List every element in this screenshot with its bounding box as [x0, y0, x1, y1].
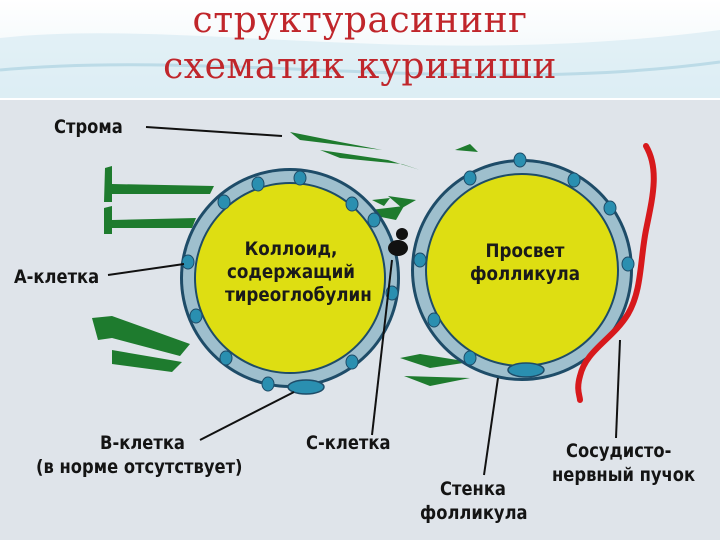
b-cell — [287, 379, 325, 395]
leader-lines — [107, 126, 621, 476]
label-follicle-wall-line-2: фолликула — [420, 502, 528, 524]
slide-title-line-2: схематик куриниши — [163, 46, 557, 87]
colloid-label-line-2: содержащий — [226, 261, 356, 283]
colloid-label-line-3: тиреоглобулин — [225, 284, 372, 306]
slide-header: структурасининг схематик куриниши — [0, 0, 720, 98]
follicle-lumen — [427, 175, 617, 365]
label-b-cell: В-клетка — [100, 432, 185, 454]
label-neurovascular-bundle-line-1: Сосудисто- — [566, 440, 672, 462]
label-b-cell-note: (в норме отсутствует) — [36, 456, 243, 478]
lumen-label-line-1: Просвет — [485, 240, 565, 262]
label-a-cell: А-клетка — [14, 266, 100, 288]
label-follicle-wall-line-1: Стенка — [440, 478, 506, 500]
c-cell-cluster — [388, 228, 408, 256]
lumen-label-line-2: фолликула — [469, 263, 581, 285]
colloid-label-line-1: Коллоид, — [244, 238, 338, 260]
follicle-right — [411, 159, 633, 381]
label-neurovascular-bundle-line-2: нервный пучок — [552, 464, 696, 486]
lumen-label: Просвет фолликула — [459, 240, 591, 286]
colloid — [196, 184, 384, 372]
wall-cell — [507, 362, 545, 378]
blood-vessel — [575, 143, 657, 403]
thyroid-follicle-diagram — [92, 126, 657, 476]
stroma-strands — [92, 132, 478, 386]
label-c-cell: С-клетка — [306, 432, 391, 454]
slide-title-line-1: структурасининг — [192, 0, 528, 41]
a-cell-nuclei — [181, 152, 635, 392]
follicle-left — [180, 168, 400, 388]
colloid-label: Коллоид, содержащий тиреоглобулин — [225, 238, 372, 307]
label-stroma: Строма — [54, 116, 123, 138]
header-decoration — [0, 30, 720, 98]
diagram-panel: Коллоид, содержащий тиреоглобулин Просве… — [0, 100, 720, 540]
